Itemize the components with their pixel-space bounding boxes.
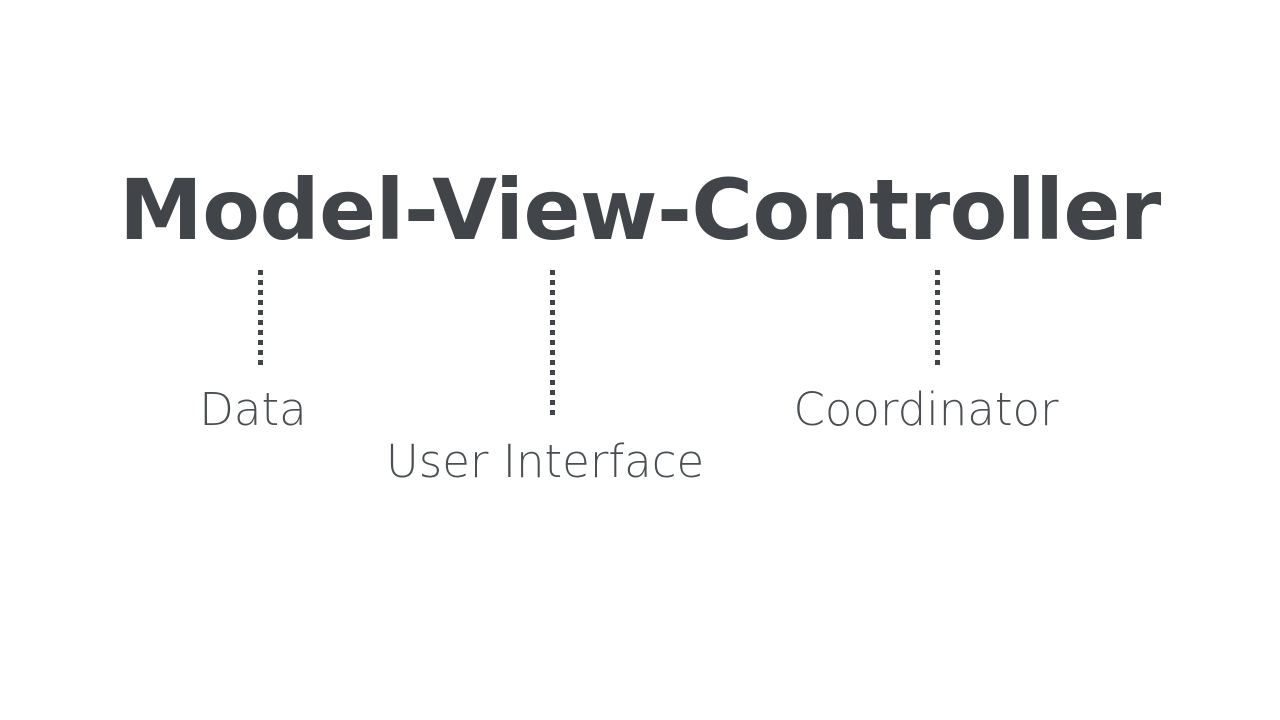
connector-dot xyxy=(550,300,555,305)
dotted-connector-model xyxy=(258,270,263,366)
connector-dot xyxy=(935,340,940,345)
connector-dot xyxy=(258,270,263,275)
connector-dot xyxy=(550,370,555,375)
connector-dot xyxy=(258,350,263,355)
connector-dot xyxy=(258,300,263,305)
label-controller-coordinator: Coordinator xyxy=(793,383,1059,436)
connector-dot xyxy=(550,350,555,355)
connector-dot xyxy=(550,360,555,365)
connector-dot xyxy=(550,330,555,335)
connector-dot xyxy=(550,310,555,315)
connector-dot xyxy=(258,330,263,335)
connector-dot xyxy=(258,310,263,315)
connector-dot xyxy=(550,280,555,285)
label-view-user-interface: User Interface xyxy=(385,435,705,488)
connector-dot xyxy=(550,320,555,325)
dotted-connector-view xyxy=(550,270,555,418)
connector-dot xyxy=(935,290,940,295)
connector-dot xyxy=(258,320,263,325)
connector-dot xyxy=(550,390,555,395)
connector-dot xyxy=(935,330,940,335)
connector-dot xyxy=(935,360,940,365)
label-model-data: Data xyxy=(199,383,307,436)
connector-dot xyxy=(550,410,555,415)
dotted-connector-controller xyxy=(935,270,940,368)
connector-dot xyxy=(550,270,555,275)
connector-dot xyxy=(258,360,263,365)
connector-dot xyxy=(550,290,555,295)
connector-dot xyxy=(935,320,940,325)
connector-dot xyxy=(550,380,555,385)
connector-dot xyxy=(258,290,263,295)
connector-dot xyxy=(935,350,940,355)
connector-dot xyxy=(935,280,940,285)
connector-dot xyxy=(935,270,940,275)
page-title: Model-View-Controller xyxy=(119,161,1161,259)
connector-dot xyxy=(258,280,263,285)
connector-dot xyxy=(550,400,555,405)
connector-dot xyxy=(935,310,940,315)
connector-dot xyxy=(258,340,263,345)
connector-dot xyxy=(550,340,555,345)
connector-dot xyxy=(935,300,940,305)
